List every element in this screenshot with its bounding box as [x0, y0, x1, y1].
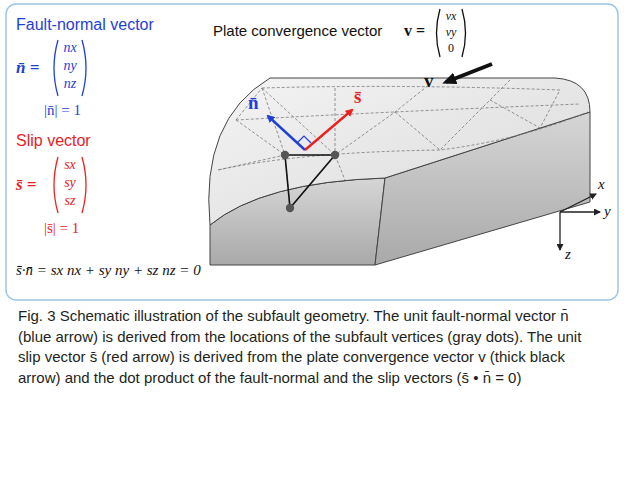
axis-label: y [604, 203, 611, 220]
axis-label: z [565, 246, 571, 263]
matrix-entry: ny [63, 58, 76, 74]
heading: Fault-normal vector [16, 16, 154, 34]
slab-top-surface [209, 78, 590, 225]
matrix-entry: sz [65, 193, 76, 209]
matrix-brackets [54, 9, 466, 213]
fault-mesh [218, 80, 588, 208]
slip-vector-arrow [305, 110, 352, 150]
arrow-label: n̄ [248, 92, 259, 114]
arrow-label: s̄ [354, 86, 361, 108]
figure-frame [6, 4, 618, 300]
vector-symbol: s̄ = [16, 175, 37, 195]
matrix-entry: vx [446, 10, 457, 24]
matrix-entry: nz [64, 76, 76, 92]
subfault-triangle [285, 155, 335, 208]
heading: Plate convergence vector [213, 22, 382, 39]
vector-symbol: n̄ = [16, 58, 39, 78]
matrix-entry: vy [446, 26, 457, 40]
axis-label: x [598, 176, 605, 193]
matrix-entry: sy [64, 175, 76, 191]
figure-caption: Fig. 3 Schematic illustration of the sub… [18, 306, 606, 389]
matrix-entry: 0 [448, 42, 454, 56]
plate-convergence-arrow [446, 64, 492, 82]
norm-equation: |s̄| = 1 [44, 220, 79, 237]
norm-equation: |n̄| = 1 [44, 102, 81, 119]
matrix-entry: nx [63, 40, 76, 56]
right-angle-mark [297, 136, 311, 143]
matrix-entry: sx [64, 157, 76, 173]
heading: Slip vector [16, 132, 91, 150]
subfault-vertices [281, 151, 339, 212]
arrow-label: v [424, 70, 434, 92]
vector-symbol: v = [404, 22, 425, 40]
dot-product-equation: s̄·n̄ = sx nx + sy ny + sz nz = 0 [16, 262, 201, 279]
normal-vector-arrow [268, 116, 305, 150]
axes [560, 194, 600, 250]
